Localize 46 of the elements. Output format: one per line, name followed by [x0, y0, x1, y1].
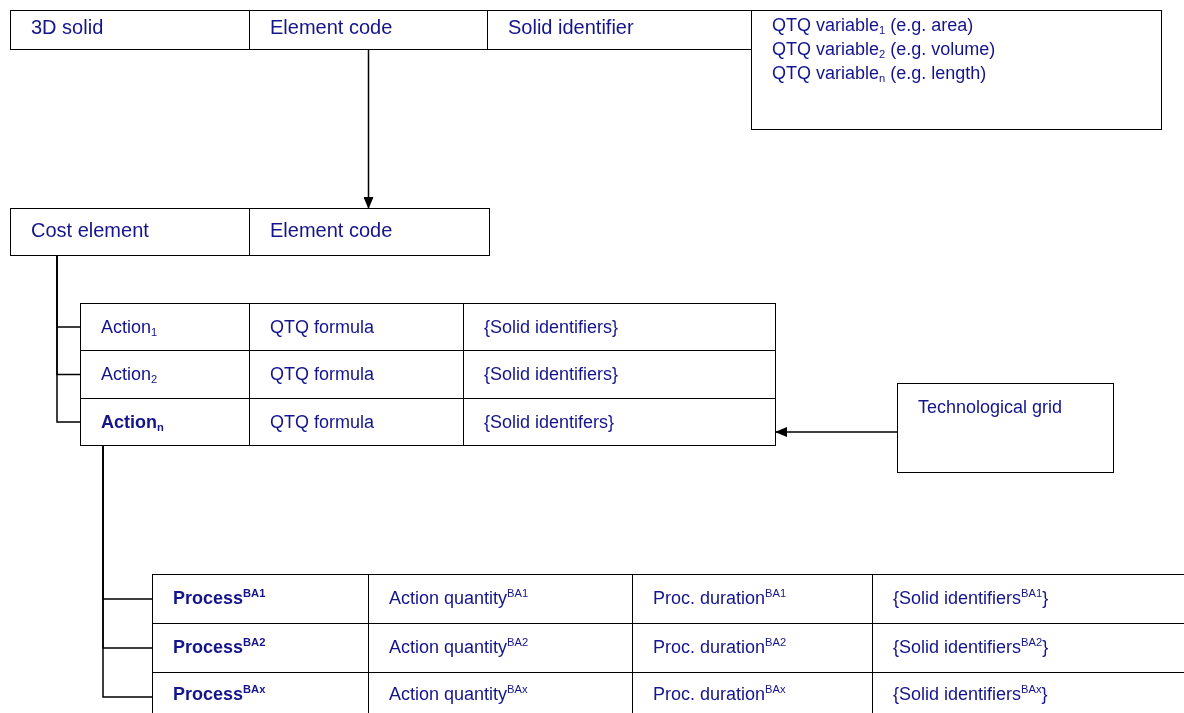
cell-text: {Solid identifers}: [484, 411, 616, 433]
cell-text: Element code: [270, 219, 394, 241]
cell-text: Action$_{2}$: [101, 363, 159, 387]
connector-line: [102, 445, 153, 698]
arrow: [775, 427, 898, 437]
cell-text: Process$^{BA2}$: [173, 636, 267, 659]
cell-text: Proc. duration$^{BA1}$: [653, 587, 788, 610]
cell-text: Proc. duration$^{BAx}$: [653, 683, 787, 706]
cell-text: QTQ variable$_{1}$ (e.g. area): [772, 14, 975, 38]
table-cell: [463, 398, 776, 446]
cell-text: Technological grid: [918, 396, 1064, 418]
table-cell: [249, 10, 488, 50]
cell-text: Action quantity$^{BAx}$: [389, 683, 529, 706]
cell-text: Process$^{BA1}$: [173, 587, 267, 610]
variables-box: [751, 10, 1162, 130]
table-cell: [463, 303, 776, 351]
cell-text: Element code: [270, 16, 394, 38]
connector-line: [56, 255, 81, 423]
cell-text: Action$_{n}$: [101, 411, 165, 435]
cell-text: {Solid identifiers$^{BA2}$}: [893, 636, 1050, 659]
cell-text: QTQ variable$_{n}$ (e.g. length): [772, 62, 988, 86]
cell-text: Action quantity$^{BA2}$: [389, 636, 530, 659]
cell-text: Proc. duration$^{BA2}$: [653, 636, 788, 659]
cell-text: Solid identifier: [508, 16, 635, 38]
arrow: [363, 49, 374, 209]
cell-text: {Solid identifiers$^{BAx}$}: [893, 683, 1049, 706]
grid-box: [897, 383, 1114, 473]
table-cell: [487, 10, 752, 50]
cell-text: QTQ formula: [270, 411, 376, 433]
table-cell: [152, 574, 369, 624]
cell-text: Cost element: [31, 219, 150, 241]
cell-text: {Solid identifiers$^{BA1}$}: [893, 587, 1050, 610]
cell-text: Action quantity$^{BA1}$: [389, 587, 530, 610]
table-cell: [80, 303, 250, 351]
cell-text: Action$_{1}$: [101, 316, 159, 340]
table-cell: [10, 10, 250, 50]
table-cell: [80, 398, 250, 446]
cell-text: {Solid identifiers}: [484, 316, 620, 338]
cell-text: Process$^{BAx}$: [173, 683, 267, 706]
cell-text: {Solid identifiers}: [484, 363, 620, 385]
table-cell: [249, 208, 490, 256]
cell-text: QTQ formula: [270, 363, 376, 385]
table-cell: [10, 208, 250, 256]
cell-text: 3D solid: [31, 16, 105, 38]
cell-text: QTQ formula: [270, 316, 376, 338]
cell-text: QTQ variable$_{2}$ (e.g. volume): [772, 38, 997, 62]
